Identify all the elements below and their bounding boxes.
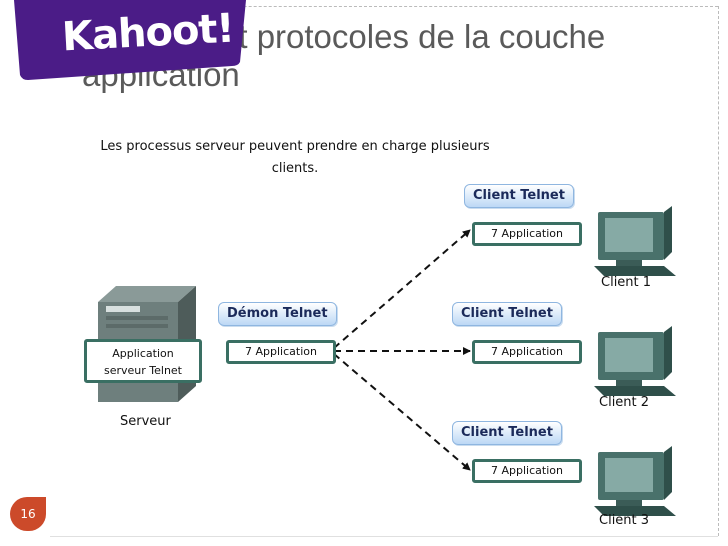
server-application-box: Application serveur Telnet <box>84 339 202 383</box>
slide-frame-bottom <box>50 536 718 537</box>
connection-line-client-1 <box>333 229 471 349</box>
kahoot-logo: Kahoot! <box>0 0 250 82</box>
client-1-app-layer-box: 7 Application <box>472 222 582 246</box>
slide-number-badge: 16 <box>10 497 46 531</box>
diagram-caption-line2: clients. <box>271 161 319 176</box>
server-caption: Serveur <box>120 414 171 429</box>
client-2-caption: Client 2 <box>599 395 650 410</box>
diagram-caption-line1: Les processus serveur peuvent prendre en… <box>100 139 490 154</box>
server-label-line2: serveur Telnet <box>103 364 182 377</box>
client-1-bubble: Client Telnet <box>464 184 574 208</box>
client-2-app-layer-box: 7 Application <box>472 340 582 364</box>
client-3-app-layer-box: 7 Application <box>472 459 582 483</box>
diagram-caption: Les processus serveur peuvent prendre en… <box>60 136 530 180</box>
server-daemon-bubble: Démon Telnet <box>218 302 337 326</box>
client-3-caption: Client 3 <box>599 513 650 528</box>
slide-title-line1: et protocoles de la couche <box>220 18 606 55</box>
client-3-bubble: Client Telnet <box>452 421 562 445</box>
kahoot-logo-badge <box>14 0 246 80</box>
slide-frame-right <box>718 6 719 536</box>
client-1-caption: Client 1 <box>601 275 652 290</box>
client-monitor-icon-1 <box>594 206 676 276</box>
server-label-line1: Application <box>112 347 174 360</box>
client-monitor-icon-3 <box>594 446 676 516</box>
client-2-bubble: Client Telnet <box>452 302 562 326</box>
client-monitor-icon-2 <box>594 326 676 396</box>
slide-frame-top <box>18 6 718 7</box>
server-app-layer-box: 7 Application <box>226 340 336 364</box>
connection-line-client-3 <box>333 353 471 471</box>
